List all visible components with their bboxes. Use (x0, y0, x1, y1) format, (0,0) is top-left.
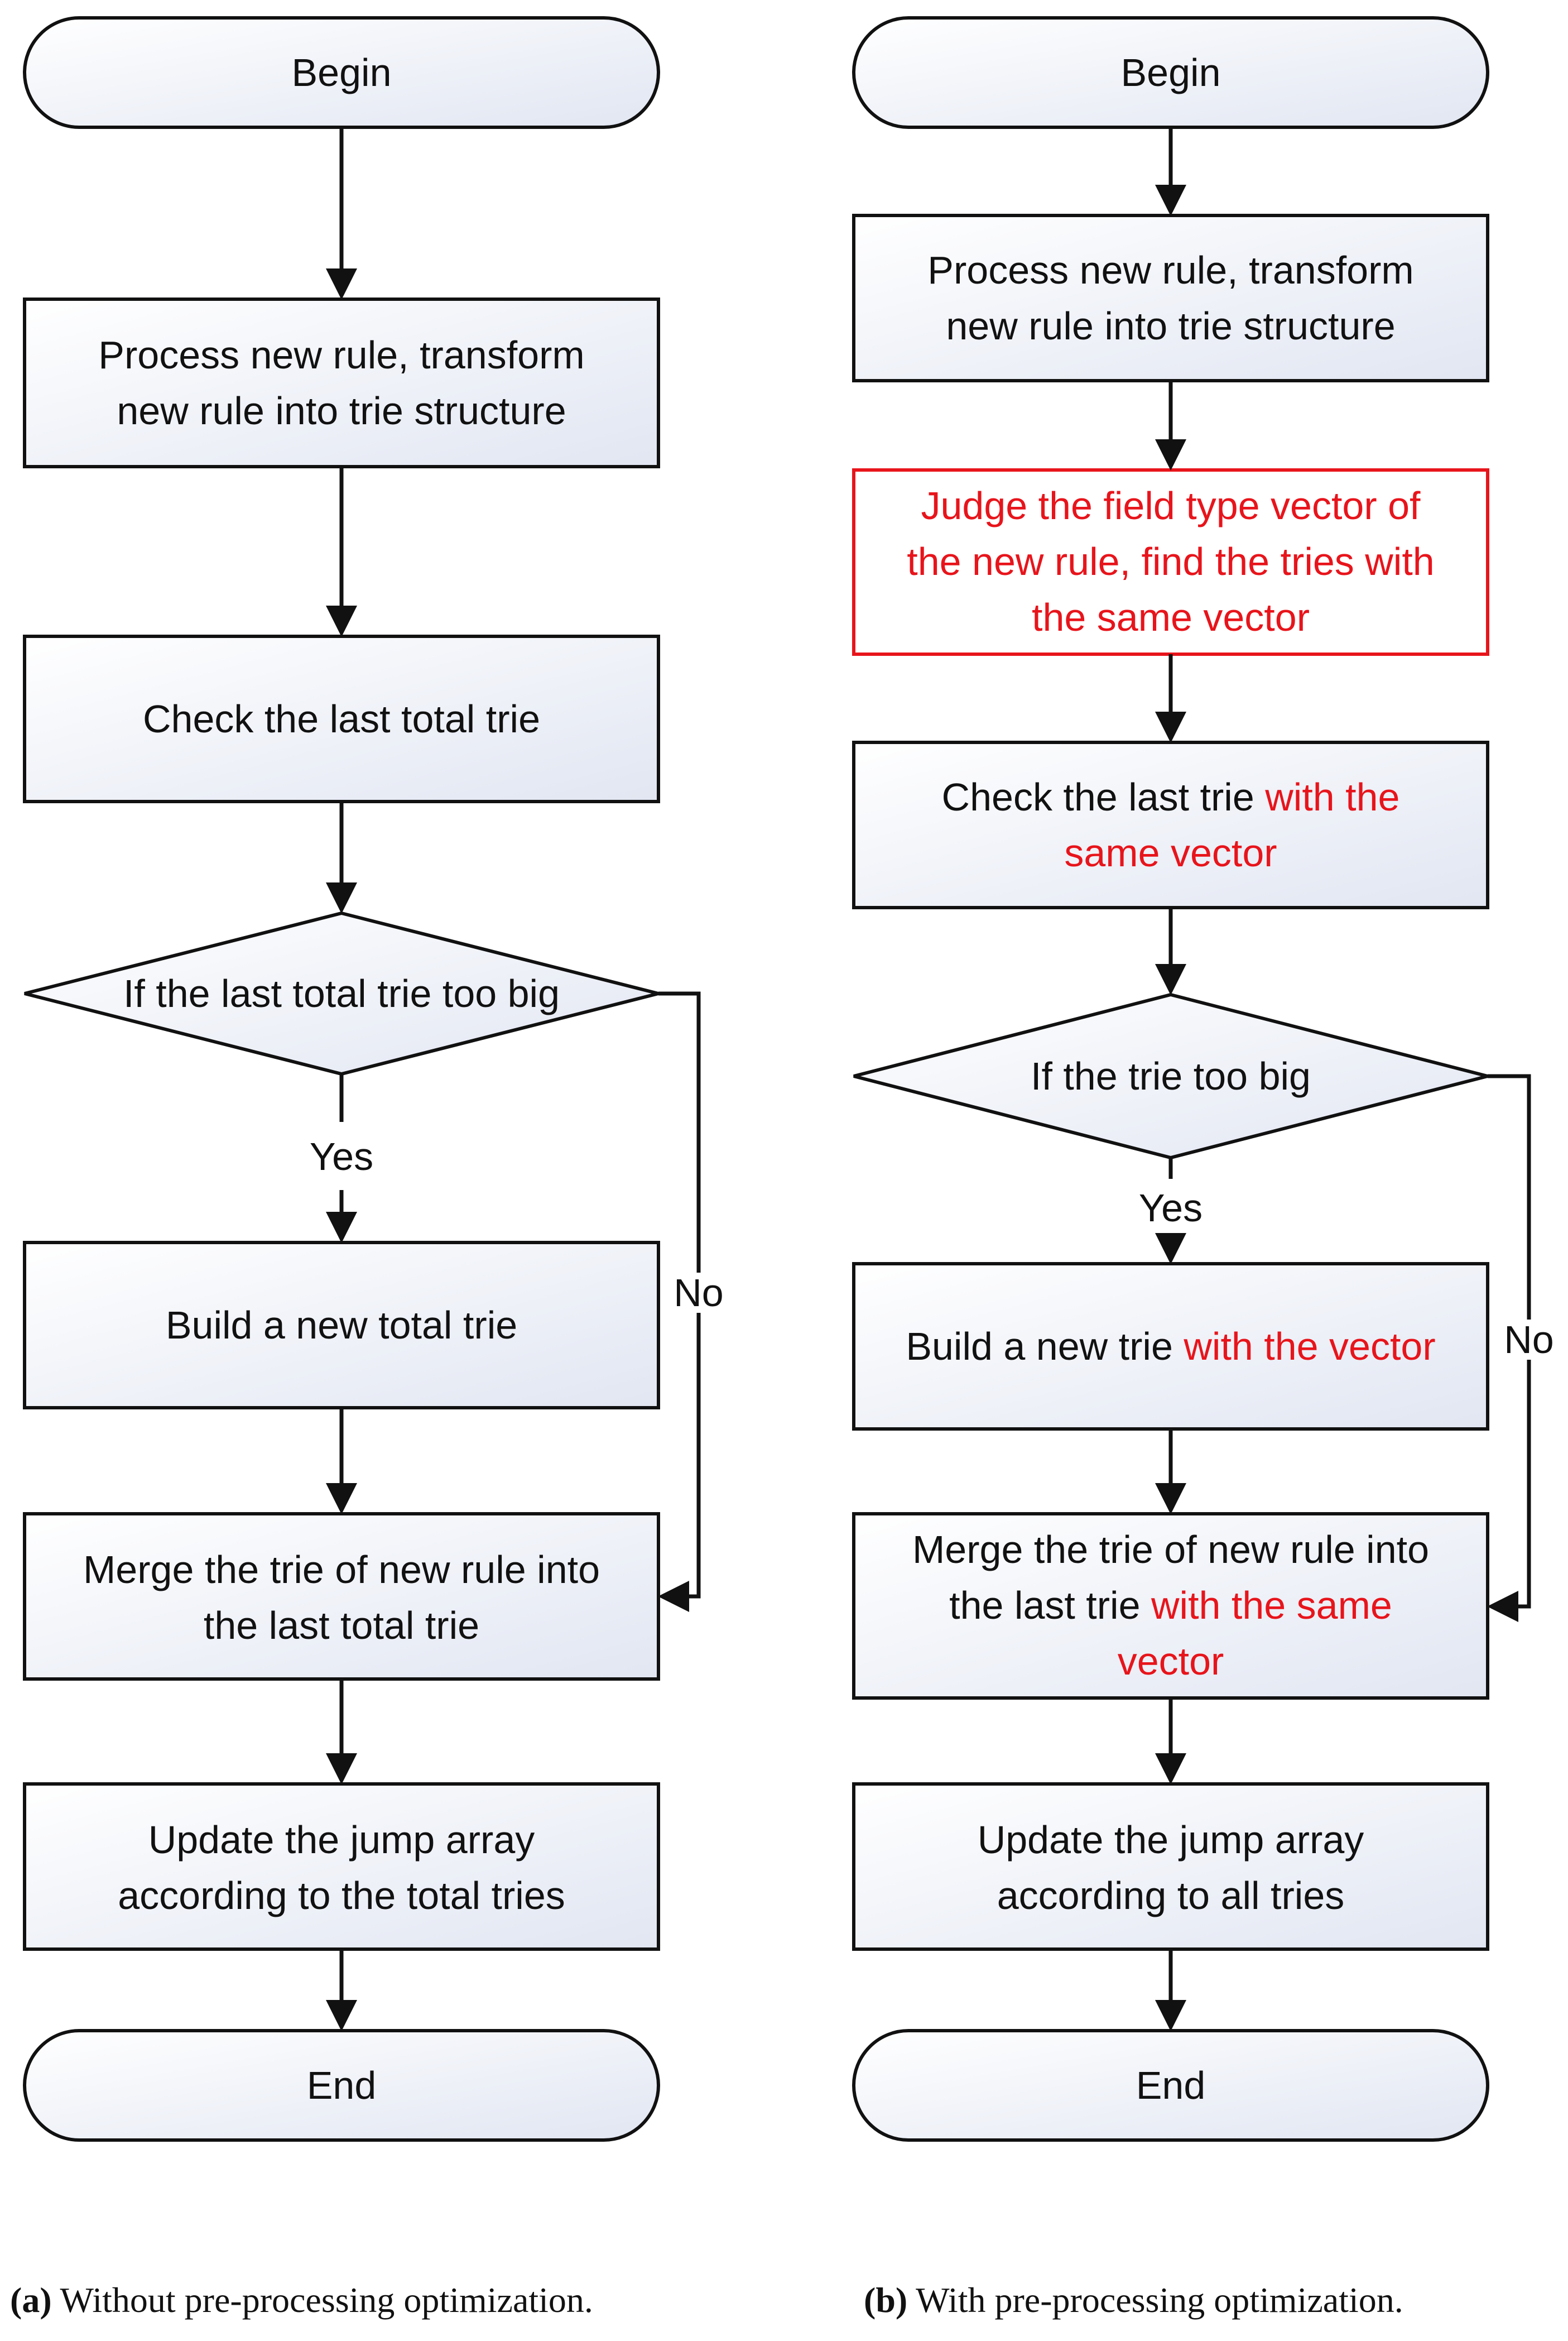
update-array-box (852, 1782, 1489, 1951)
end-label: End (307, 2064, 377, 2107)
check-label-line1: Check the last trie with the (942, 775, 1400, 819)
update-label-line2: according to all tries (997, 1874, 1345, 1917)
merge-label-line2: the last total trie (204, 1604, 479, 1647)
check-label: Check the last total trie (143, 697, 540, 741)
merge-label-plain: the last trie (949, 1584, 1151, 1627)
check-label-plain: Check the last trie (942, 775, 1266, 819)
judge-label-line2: the new rule, find the tries with (907, 540, 1434, 583)
connector-no (1487, 1074, 1531, 1622)
judge-label-line3: the same vector (1032, 596, 1310, 639)
merge-label-highlight: with the same (1151, 1584, 1392, 1627)
check-trie-box (23, 635, 660, 803)
caption-b-text: With pre-processing optimization. (916, 2280, 1403, 2320)
build-label: Build a new trie with the vector (906, 1325, 1435, 1368)
build-label: Build a new total trie (166, 1303, 517, 1347)
panel-b: Begin Process new rule, transform new ru… (852, 16, 1561, 2142)
check-trie-box (852, 741, 1489, 909)
merge-trie-box (23, 1512, 660, 1681)
process-label-line1: Process new rule, transform (98, 333, 584, 377)
no-label: No (1504, 1318, 1553, 1361)
update-label-line2: according to the total tries (118, 1874, 565, 1917)
judge-label-line1: Judge the field type vector of (921, 484, 1421, 527)
update-label-line1: Update the jump array (978, 1818, 1364, 1862)
yes-label: Yes (1139, 1186, 1203, 1230)
decision-label: If the trie too big (1031, 1054, 1311, 1098)
process-rule-box (852, 214, 1489, 382)
build-trie-box (852, 1262, 1489, 1431)
process-label-line2: new rule into trie structure (117, 389, 566, 433)
caption-b: (b) With pre-processing optimization. (864, 2280, 1403, 2321)
no-label: No (674, 1271, 723, 1315)
connector-no (658, 991, 701, 1612)
yes-label: Yes (310, 1135, 373, 1178)
begin-label: Begin (291, 51, 391, 94)
caption-a-text: Without pre-processing optimization. (60, 2280, 593, 2320)
update-label-line1: Update the jump array (148, 1818, 535, 1862)
end-label: End (1136, 2064, 1206, 2107)
update-array-box (23, 1782, 660, 1951)
decision-label: If the last total trie too big (123, 972, 560, 1015)
process-rule-box (23, 298, 660, 468)
caption-b-label: (b) (864, 2280, 908, 2320)
build-label-plain: Build a new trie (906, 1325, 1184, 1368)
panel-a: Begin Process new rule, transform new ru… (23, 16, 730, 2142)
begin-label: Begin (1120, 51, 1220, 94)
process-label-line2: new rule into trie structure (946, 304, 1395, 348)
build-label-highlight: with the vector (1183, 1325, 1435, 1368)
merge-label-line1: Merge the trie of new rule into (83, 1548, 600, 1591)
merge-label-line1: Merge the trie of new rule into (912, 1528, 1429, 1571)
process-label-line1: Process new rule, transform (927, 248, 1413, 292)
merge-label-line2: the last trie with the same (949, 1584, 1392, 1627)
check-label-line2: same vector (1064, 831, 1277, 875)
check-label-highlight: with the (1264, 775, 1399, 819)
caption-a-label: (a) (10, 2280, 52, 2320)
caption-a: (a) Without pre-processing optimization. (10, 2280, 593, 2321)
merge-label-line3: vector (1118, 1639, 1224, 1683)
